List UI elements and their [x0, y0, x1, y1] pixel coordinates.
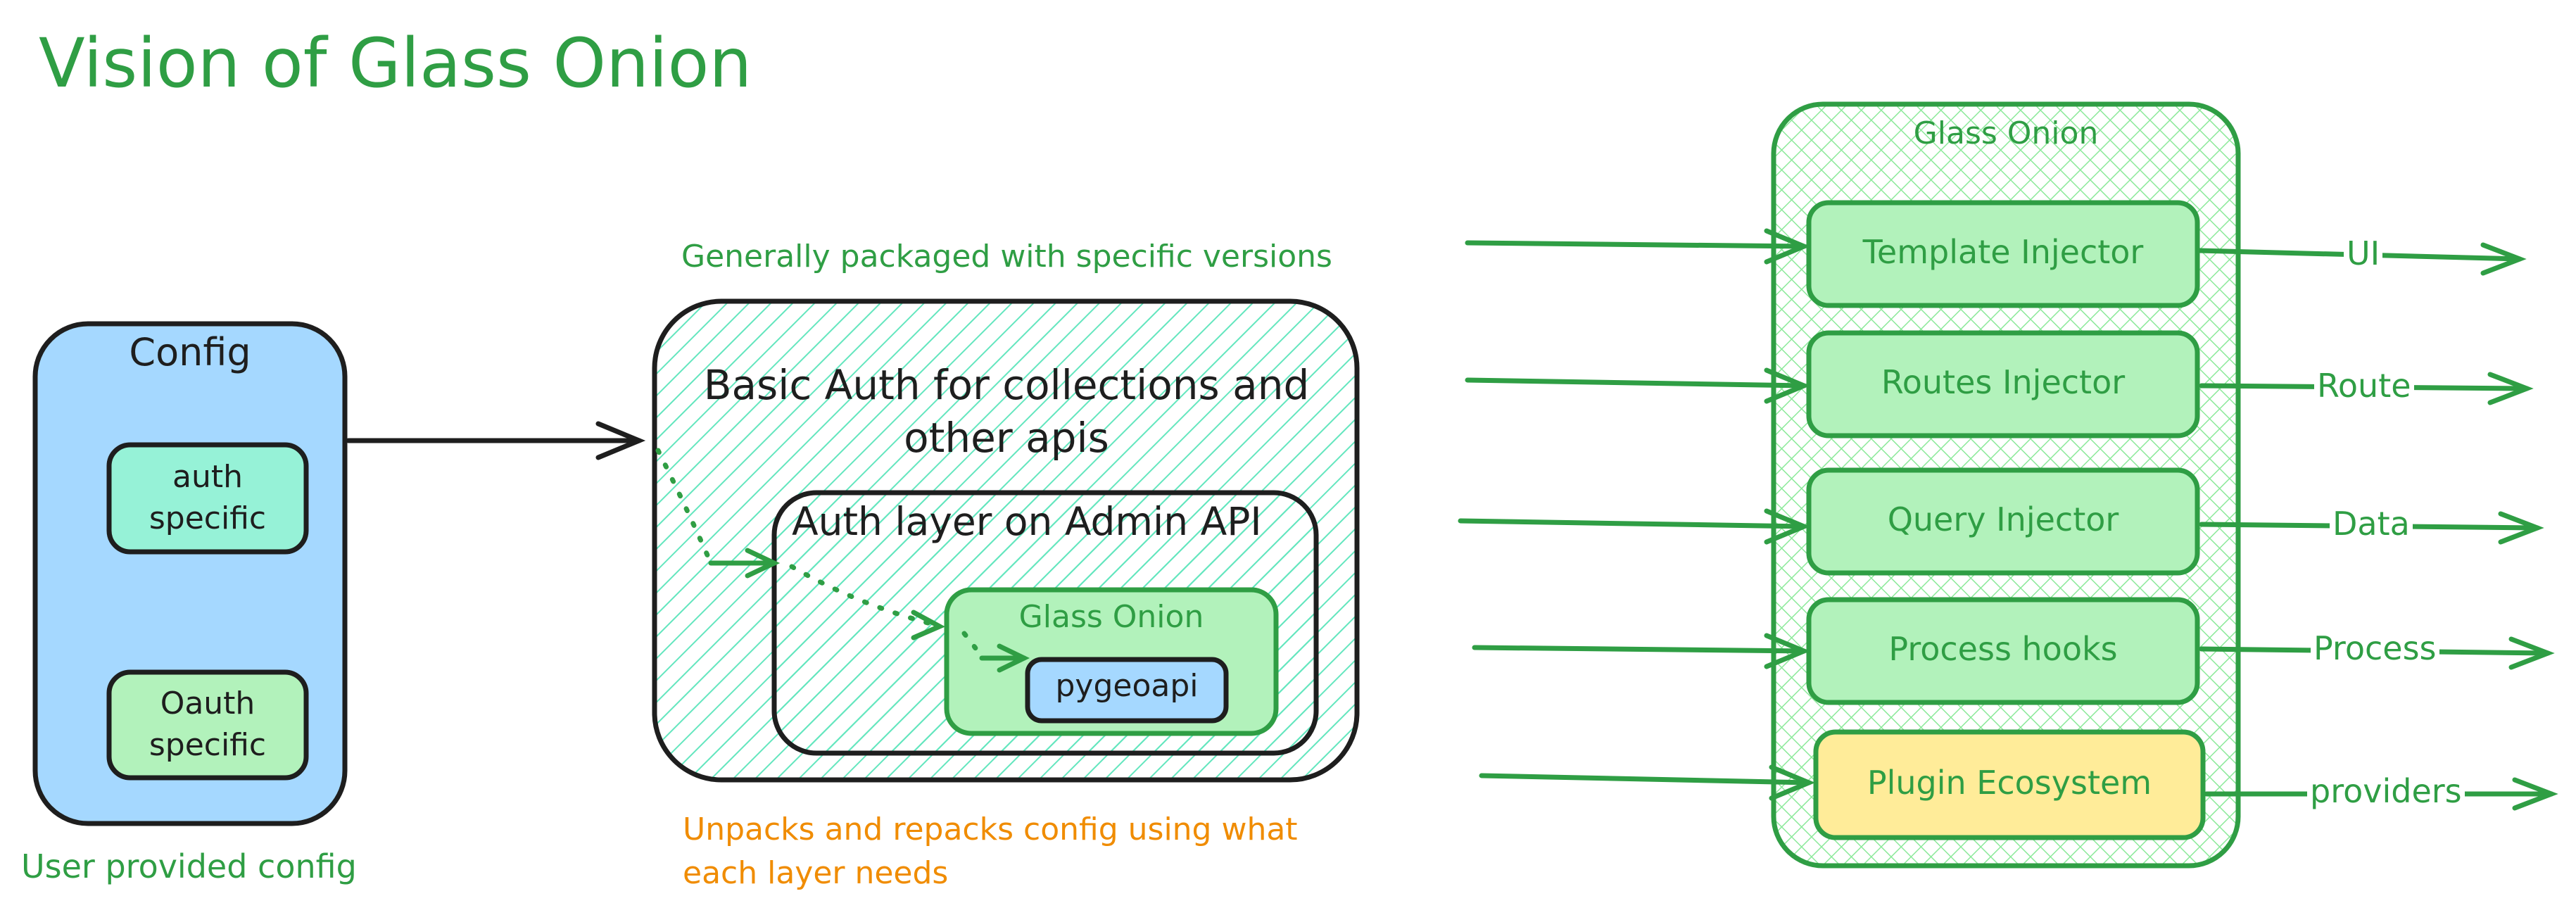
- auth-specific-box: [106, 442, 309, 555]
- diagram-title: Vision of Glass Onion: [39, 24, 752, 103]
- config-title: Config: [129, 330, 251, 374]
- admin-layer-label: Auth layer on Admin API: [792, 499, 1262, 544]
- layers-top-caption: Generally packaged with specific version…: [681, 239, 1332, 274]
- output-data-label: Data: [2330, 505, 2413, 543]
- inner-glass-onion-label: Glass Onion: [1018, 599, 1204, 635]
- plugin-ecosystem-label: Plugin Ecosystem: [1867, 764, 2152, 802]
- glass-onion-panel-title: Glass Onion: [1913, 115, 2099, 151]
- pygeoapi-box: [1025, 657, 1229, 724]
- template-injector-box: [1806, 200, 2200, 308]
- config-to-layers-arrow: [346, 421, 646, 460]
- layers-bottom-caption: Unpacks and repacks config using what ea…: [683, 812, 1298, 891]
- plugin-ecosystem-box: [1813, 729, 2206, 840]
- oauth-specific-box: [106, 669, 309, 781]
- query-injector-box: [1806, 467, 2200, 576]
- template-injector-label: Template Injector: [1862, 233, 2144, 271]
- output-ui-label: UI: [2344, 235, 2383, 272]
- config-caption: User provided config: [21, 847, 357, 885]
- routes-injector-label: Routes Injector: [1881, 363, 2126, 401]
- output-process-label: Process: [2311, 630, 2439, 667]
- auth-specific-label: auth specific: [149, 459, 267, 537]
- flow-arrowheads: [708, 548, 1030, 673]
- output-route-label: Route: [2314, 367, 2414, 405]
- query-injector-label: Query Injector: [1887, 500, 2119, 538]
- routes-injector-box: [1806, 330, 2200, 438]
- output-providers-label: providers: [2307, 773, 2465, 810]
- incoming-arrows: [1458, 228, 1816, 801]
- unpack-flow-arrows: [655, 448, 985, 661]
- process-hooks-label: Process hooks: [1888, 630, 2118, 668]
- oauth-specific-label: Oauth specific: [149, 686, 267, 764]
- basic-auth-label: Basic Auth for collections and other api…: [703, 361, 1310, 462]
- pygeoapi-label: pygeoapi: [1055, 668, 1199, 704]
